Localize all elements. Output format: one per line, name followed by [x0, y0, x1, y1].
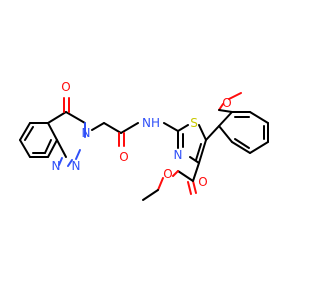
bond: [19, 139, 31, 158]
bond: [120, 122, 139, 134]
thiazole-sulfur-label: S: [190, 116, 198, 130]
bond: [249, 111, 269, 124]
bond: [228, 92, 242, 100]
bond: [218, 109, 233, 113]
bond: [67, 159, 73, 167]
bond: [187, 181, 192, 195]
molecule-structure: O N N N O NH S N O O O: [19, 80, 269, 201]
bond: [198, 124, 207, 141]
bond: [47, 139, 58, 158]
benzo-ring: [19, 122, 58, 158]
bond: [234, 138, 250, 149]
bond: [205, 125, 220, 141]
triazine-n3-label: N: [82, 126, 91, 140]
methyl-ester-group: [142, 162, 200, 201]
methoxy-oxygen-label: O: [222, 96, 231, 110]
amide-oxygen-label: O: [119, 150, 128, 164]
thiazole-ring: [177, 124, 207, 164]
triazine-n1-label: N: [52, 159, 61, 173]
ketone-oxygen-label: O: [61, 80, 70, 94]
triazinone-ring: [47, 97, 86, 167]
bond: [218, 103, 224, 111]
bond: [56, 139, 67, 158]
bond: [249, 141, 269, 154]
bond: [47, 111, 67, 124]
acetamide-linker: [91, 122, 179, 147]
bond: [192, 180, 197, 194]
thiazole-nitrogen-label: N: [174, 148, 183, 162]
bond: [231, 141, 251, 154]
ester-carbonyl-oxygen-label: O: [198, 175, 207, 189]
bond: [65, 111, 86, 124]
bond: [218, 125, 233, 143]
triazine-n2-label: N: [72, 159, 81, 173]
atom-labels: O N N N O NH S N O O O: [52, 80, 232, 189]
bond: [142, 189, 159, 201]
bond: [103, 122, 122, 134]
bond: [47, 122, 58, 141]
bond: [172, 170, 179, 177]
bond: [218, 111, 233, 127]
bond: [75, 149, 81, 160]
bond: [24, 126, 34, 141]
bond: [44, 139, 52, 154]
bond: [91, 122, 105, 131]
bond: [198, 139, 207, 164]
bond: [58, 157, 63, 166]
methoxyphenyl-group: [205, 92, 269, 154]
bond: [157, 177, 164, 191]
bond: [19, 122, 31, 141]
ester-oxygen-label: O: [163, 167, 172, 181]
bond: [189, 156, 200, 164]
bond: [177, 124, 189, 132]
amide-nh-label: NH: [142, 116, 160, 130]
bond: [195, 143, 202, 161]
bond: [163, 122, 179, 132]
bond: [192, 162, 200, 182]
bond: [177, 170, 194, 182]
